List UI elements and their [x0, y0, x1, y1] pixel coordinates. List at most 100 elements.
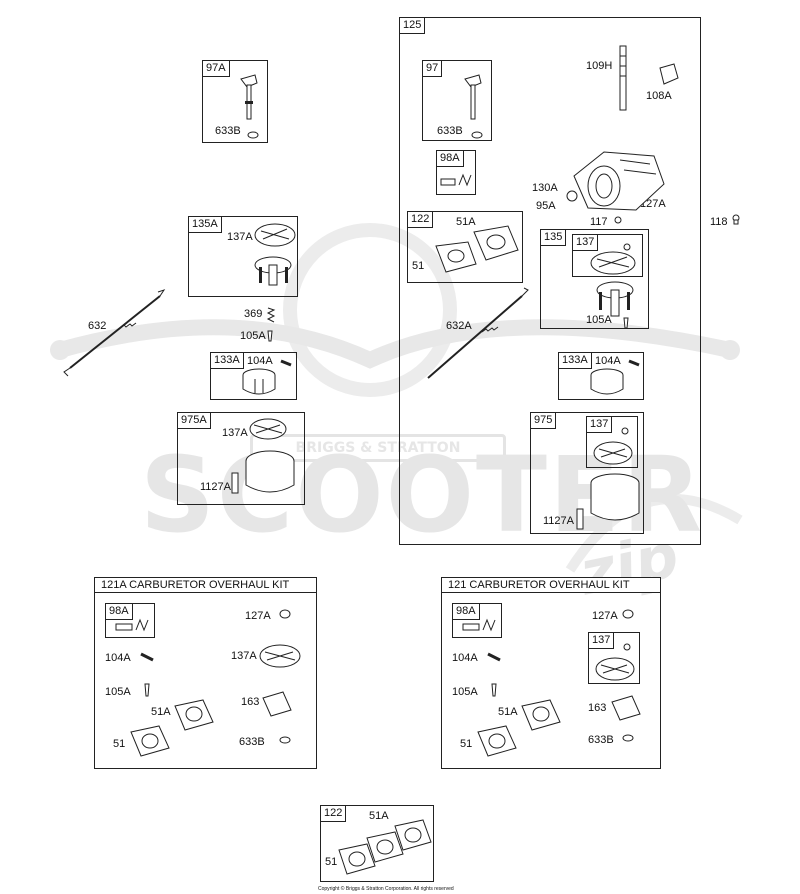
bowl-gasket-icon: [593, 427, 633, 465]
part-tag: 135A: [189, 217, 222, 233]
throttle-shaft-icon: [619, 45, 679, 111]
callout-51A: 51A: [151, 706, 171, 718]
kit-121A: 121A CARBURETOR OVERHAUL KIT 98A 127A 10…: [94, 577, 317, 769]
callout-105A: 105A: [240, 330, 266, 342]
callout-632: 632: [88, 320, 107, 332]
choke-shaft-icon: [464, 74, 483, 139]
float-icon: [590, 359, 640, 395]
gasket-set-icon: [435, 225, 519, 273]
part-box-137: 137: [588, 632, 640, 684]
float-bowl-cover-icon: [596, 281, 634, 317]
callout-633B: 633B: [437, 125, 463, 137]
callout-633B: 633B: [215, 125, 241, 137]
part-box-137: 137: [586, 416, 638, 468]
callout-137A: 137A: [227, 231, 253, 243]
part-box-98A: 98A: [105, 603, 155, 638]
part-box-975: 975 1127A: [530, 412, 644, 534]
callout-137A: 137A: [231, 650, 257, 662]
callout-1127A: 1127A: [543, 515, 574, 527]
copyright: Copyright © Briggs & Stratton Corporatio…: [318, 886, 454, 892]
callout-104A: 104A: [105, 652, 131, 664]
screw-and-spring-icon: [440, 173, 472, 187]
callout-104A: 104A: [247, 355, 273, 367]
bowl-gasket-icon: [595, 643, 635, 681]
kit-121: 121 CARBURETOR OVERHAUL KIT 98A 137 127A…: [441, 577, 661, 769]
kit-title: 121 CARBURETOR OVERHAUL KIT: [442, 578, 660, 593]
callout-632A: 632A: [446, 320, 472, 332]
callout-1127A: 1127A: [200, 481, 231, 493]
callout-51: 51: [113, 738, 126, 750]
callout-633B: 633B: [588, 734, 614, 746]
part-tag: 133A: [211, 353, 244, 369]
part-box-133A: 133A 104A: [558, 352, 644, 400]
callout-127A: 127A: [592, 610, 618, 622]
callout-95A: 95A: [536, 200, 556, 212]
part-box-98A: 98A: [436, 150, 476, 195]
part-tag: 122: [408, 212, 434, 228]
part-tag: 98A: [453, 604, 480, 620]
part-tag: 97A: [203, 61, 230, 77]
part-tag: 97: [423, 61, 443, 77]
kit-title: 121A CARBURETOR OVERHAUL KIT: [95, 578, 316, 593]
callout-633B: 633B: [239, 736, 265, 748]
part-tag: 137: [587, 417, 613, 433]
part-box-137: 137: [572, 234, 643, 277]
spring-icon: [266, 307, 276, 323]
part-box-975A: 975A 137A 1127A: [177, 412, 305, 505]
screw-and-spring-icon: [462, 618, 496, 632]
part-tag: 975A: [178, 413, 211, 429]
callout-105A: 105A: [586, 314, 612, 326]
choke-shaft-icon: [240, 74, 259, 139]
callout-117: 117: [590, 216, 608, 228]
callout-51A: 51A: [498, 706, 518, 718]
watermark-badge: BRIGGS & STRATTON: [250, 434, 506, 462]
part-box-135A: 135A 137A: [188, 216, 298, 297]
part-box-122: 122 51A 51: [320, 805, 434, 882]
carburetor-body-icon: [566, 151, 665, 224]
part-tag: 137: [573, 235, 599, 251]
float-bowl-gasket-icon: [254, 223, 296, 286]
part-box-97A: 97A 633B: [202, 60, 268, 143]
governor-link-rod-icon: [427, 287, 529, 379]
callout-105A: 105A: [105, 686, 131, 698]
float-bowl-icon: [231, 418, 295, 494]
callout-51A: 51A: [456, 216, 476, 228]
screw-and-spring-icon: [115, 618, 149, 632]
callout-51A: 51A: [369, 810, 389, 822]
callout-118: 118: [710, 216, 728, 228]
float-bowl-icon: [576, 473, 640, 530]
watermark-logo-icon: [50, 223, 743, 573]
part-box-122: 122 51A 51: [407, 211, 523, 283]
callout-51: 51: [460, 738, 473, 750]
callout-109H: 109H: [586, 60, 613, 72]
callout-163: 163: [241, 696, 260, 708]
callout-104A: 104A: [595, 355, 621, 367]
part-tag: 975: [531, 413, 557, 429]
callout-104A: 104A: [452, 652, 478, 664]
part-tag: 98A: [437, 151, 464, 167]
callout-51: 51: [412, 260, 425, 272]
gasket-set-icon: [338, 819, 432, 875]
governor-link-rod-icon: [63, 289, 166, 377]
callout-127A: 127A: [245, 610, 271, 622]
callout-130A: 130A: [532, 182, 558, 194]
needle-icon: [267, 330, 273, 342]
part-box-133A: 133A 104A: [210, 352, 297, 400]
part-tag: 137: [589, 633, 615, 649]
part-tag: 98A: [106, 604, 133, 620]
callout-137A: 137A: [222, 427, 248, 439]
callout-51: 51: [325, 856, 338, 868]
part-tag: 133A: [559, 353, 592, 369]
part-box-125: 125 109H 108A 130A 95A 117 127A 105A 632…: [399, 17, 701, 545]
part-tag: 125: [400, 18, 426, 34]
callout-108A: 108A: [646, 90, 672, 102]
part-box-97: 97 633B: [422, 60, 492, 141]
kit-parts-icon: [130, 609, 301, 757]
drain-screw-icon: [732, 214, 740, 225]
part-tag: 122: [321, 806, 347, 822]
float-icon: [242, 359, 292, 395]
part-box-98A: 98A: [452, 603, 502, 638]
callout-163: 163: [588, 702, 607, 714]
bowl-gasket-icon: [590, 243, 636, 275]
callout-369: 369: [244, 308, 263, 320]
